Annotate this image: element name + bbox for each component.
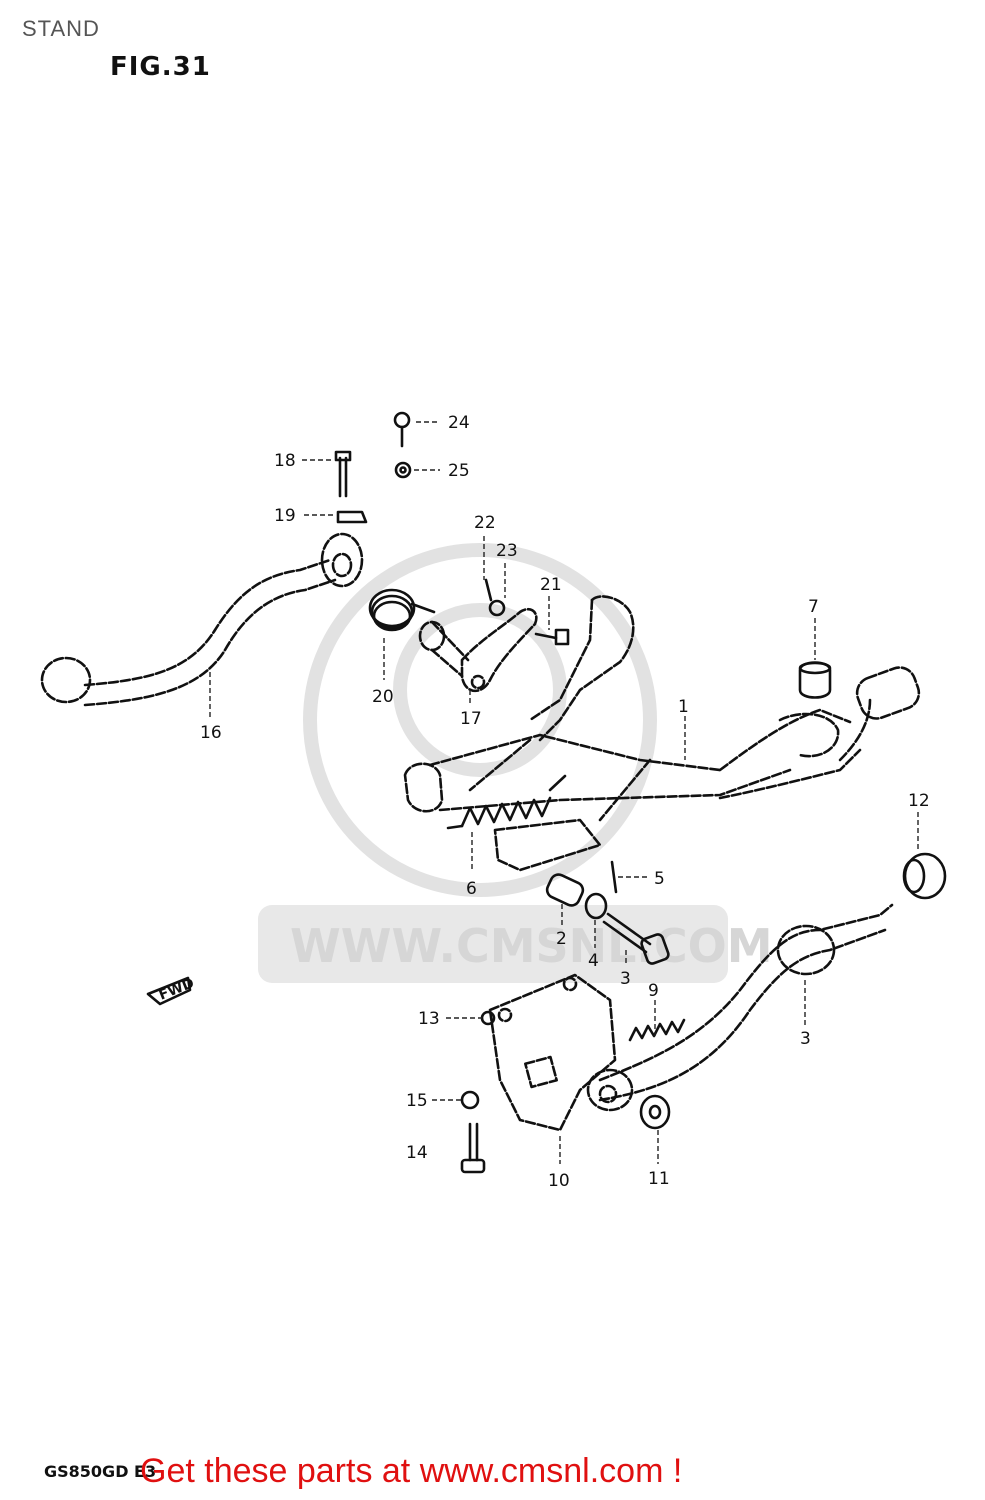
part-16-lever	[40, 532, 364, 707]
part-3-bolt	[602, 912, 670, 965]
callout-18: 18	[274, 451, 296, 471]
part-23-nut	[488, 599, 506, 617]
callout-12: 12	[908, 791, 930, 811]
part-6-spring	[446, 774, 567, 830]
callout-9: 9	[648, 981, 659, 1001]
part-15-nut	[460, 1090, 480, 1110]
part-4-washer	[584, 892, 608, 920]
part-9-spring	[628, 1018, 686, 1042]
watermark-url: WWW.CMSNL.COM	[290, 919, 773, 973]
callout-17: 17	[460, 709, 482, 729]
watermark: WWW.CMSNL.COM	[258, 543, 773, 983]
part-10-bracket	[488, 973, 617, 1132]
callout-13: 13	[418, 1009, 440, 1029]
part-12-buffer	[902, 852, 947, 900]
callout-21: 21	[540, 575, 562, 595]
part-5-pin	[610, 860, 618, 894]
callout-7: 7	[808, 597, 819, 617]
cta-link[interactable]: Get these parts at www.cmsnl.com !	[140, 1452, 683, 1490]
part-20-spring	[368, 588, 436, 632]
watermark-band	[258, 905, 728, 983]
part-1-main-stand	[403, 595, 921, 872]
leader-lines	[209, 421, 919, 1164]
callout-16: 16	[200, 723, 222, 743]
callout-3-side-stand: 3	[800, 1029, 811, 1049]
callout-22: 22	[474, 513, 496, 533]
part-24-pin	[393, 411, 411, 448]
forward-label: FWD	[157, 975, 197, 1004]
callout-23: 23	[496, 541, 518, 561]
callout-14: 14	[406, 1143, 428, 1163]
callout-2: 2	[556, 929, 567, 949]
callout-10: 10	[548, 1171, 570, 1191]
part-3-side-stand	[586, 903, 894, 1112]
callout-25: 25	[448, 461, 470, 481]
part-11-washer	[639, 1094, 671, 1130]
part-25-clip	[394, 461, 412, 479]
part-7-buffer	[798, 661, 832, 699]
callout-6: 6	[466, 879, 477, 899]
part-14-bolt	[460, 1122, 486, 1174]
forward-direction-marker: FWD	[146, 975, 197, 1006]
part-2-collar	[545, 873, 585, 907]
callout-11: 11	[648, 1169, 670, 1189]
part-18-bolt	[334, 450, 352, 498]
part-19-washer	[336, 510, 368, 524]
callout-15: 15	[406, 1091, 428, 1111]
callout-24: 24	[448, 413, 470, 433]
part-21-bolt	[534, 628, 570, 646]
figure-label: FIG.31	[110, 52, 211, 82]
part-22-bolt	[484, 578, 493, 602]
part-17-shaft-arm	[418, 607, 538, 693]
callout-19: 19	[274, 506, 296, 526]
callout-3-bolt: 3	[620, 969, 631, 989]
callout-numbers: 24 25 18 19 22 23 21 7 20 17 1 16 12 6 5…	[200, 413, 930, 1191]
model-code: GS850GD E3	[44, 1462, 157, 1481]
watermark-emblem-face	[393, 603, 567, 777]
callout-5: 5	[654, 869, 665, 889]
page-title: STAND	[22, 16, 100, 41]
callout-20: 20	[372, 687, 394, 707]
callout-1: 1	[678, 697, 689, 717]
watermark-emblem-circle	[303, 543, 657, 897]
callout-4: 4	[588, 951, 599, 971]
